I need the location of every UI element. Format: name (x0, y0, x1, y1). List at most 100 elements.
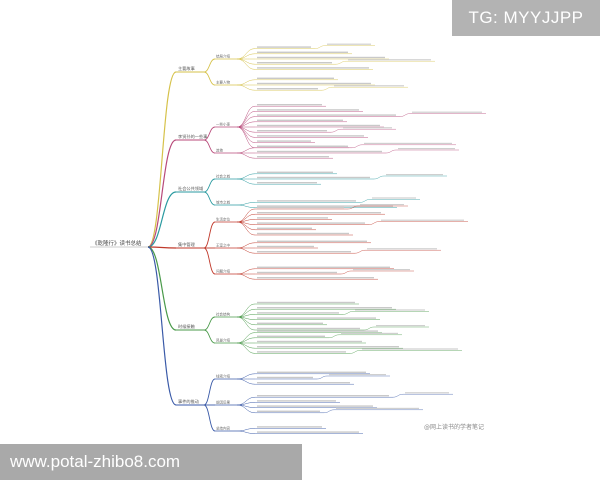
leaf-connector (236, 342, 256, 354)
leaf-connector (236, 303, 256, 318)
leaf-text-placeholder (257, 119, 343, 121)
leaf-connector (236, 430, 256, 434)
leaf-extension-text-placeholder (360, 204, 404, 206)
subbranch-label: 其他 (216, 148, 223, 153)
branch-connector (147, 246, 177, 249)
leaf-connector (236, 126, 256, 149)
leaf-text-placeholder (257, 62, 332, 64)
leaf-extension-text-placeholder (367, 248, 437, 250)
leaf-text-placeholder (257, 67, 369, 69)
leaf-text-placeholder (257, 222, 365, 224)
leaf-text-placeholder (257, 327, 360, 330)
leaf-extension-text-placeholder (362, 348, 458, 350)
leaf-text-placeholder (257, 277, 374, 279)
leaf-text-placeholder (257, 346, 399, 348)
leaf-extension-connector (321, 87, 333, 91)
subbranch-connector (203, 71, 216, 86)
leaf-text-placeholder (257, 340, 362, 343)
leaf-extension-connector (354, 250, 366, 254)
subbranch-label: 问题介绍 (216, 269, 230, 274)
leaf-text-placeholder (257, 317, 376, 319)
leaf-extension-connector (373, 175, 385, 180)
leaf-text-placeholder (257, 405, 373, 407)
telegram-tag-overlay: TG: MYYJJPP (452, 0, 600, 36)
leaf-text-placeholder (257, 312, 339, 314)
leaf-extension-connector (330, 129, 342, 133)
subbranch-connector (203, 139, 216, 154)
leaf-text-placeholder (257, 109, 359, 111)
leaf-text-placeholder (257, 245, 314, 248)
leaf-extension-connector (359, 199, 371, 203)
subbranch-label: 主要人物 (216, 80, 230, 85)
leaf-text-placeholder (257, 82, 371, 85)
leaf-text-placeholder (257, 51, 348, 53)
leaf-extension-text-placeholder (398, 148, 455, 150)
branch-label: 李贤孙的一些事 (178, 133, 207, 140)
leaf-connector (236, 247, 256, 254)
leaf-text-placeholder (257, 176, 370, 179)
branch-connector (147, 246, 177, 406)
leaf-extension-text-placeholder (343, 127, 392, 129)
leaf-connector (236, 173, 256, 180)
leaf-text-placeholder (257, 182, 317, 184)
leaf-extension-text-placeholder (372, 197, 416, 199)
leaf-text-placeholder (257, 77, 334, 79)
subbranch-label: 生活定位 (216, 217, 230, 222)
leaf-text-placeholder (257, 212, 381, 214)
leaf-text-placeholder (257, 46, 311, 48)
leaf-extension-connector (363, 326, 375, 331)
leaf-text-placeholder (257, 156, 329, 158)
subbranch-label: 结局介绍 (216, 54, 230, 59)
subbranch-connector (203, 247, 216, 275)
leaf-extension-connector (392, 394, 404, 398)
subbranch-label: 线索介绍 (216, 374, 230, 379)
leaf-text-placeholder (257, 400, 336, 402)
leaf-extension-text-placeholder (353, 269, 410, 271)
branch-connector (147, 246, 177, 331)
leaf-extension-connector (316, 375, 328, 380)
leaf-extension-text-placeholder (405, 392, 449, 394)
leaf-text-placeholder (257, 135, 364, 137)
leaf-extension-connector (328, 334, 340, 338)
leaf-connector (236, 152, 256, 159)
leaf-text-placeholder (257, 227, 312, 229)
leaf-text-placeholder (257, 301, 355, 304)
leaf-connector (236, 58, 256, 70)
leaf-text-placeholder (257, 351, 346, 353)
subbranch-label: 风景介绍 (216, 338, 230, 343)
leaf-text-placeholder (257, 266, 390, 268)
leaf-extension-text-placeholder (376, 325, 425, 327)
subbranch-label: 一些小事 (216, 122, 230, 127)
leaf-text-placeholder (257, 431, 359, 433)
leaf-connector (236, 428, 256, 432)
leaf-text-placeholder (257, 322, 323, 324)
leaf-text-placeholder (257, 330, 378, 332)
leaf-extension-connector (342, 311, 354, 315)
subbranch-label: 总结内容 (216, 426, 230, 431)
branch-label: 集中管理 (178, 241, 196, 248)
leaf-text-placeholder (257, 171, 333, 173)
leaf-connector (236, 79, 256, 86)
leaf-text-placeholder (257, 206, 344, 209)
leaf-connector (236, 204, 256, 208)
leaf-extension-connector (349, 350, 361, 354)
leaf-text-placeholder (257, 104, 322, 106)
subbranch-connector (203, 178, 216, 193)
leaf-text-placeholder (257, 307, 392, 309)
leaf-connector (236, 221, 256, 236)
leaf-extension-text-placeholder (381, 219, 464, 221)
leaf-connector (236, 208, 256, 223)
leaf-text-placeholder (257, 140, 311, 142)
subbranch-connector (203, 126, 216, 141)
branch-label: 主要故事 (178, 65, 195, 72)
leaf-connector (236, 373, 256, 380)
leaf-connector (236, 404, 256, 414)
leaf-connector (236, 316, 256, 331)
leaf-text-placeholder (257, 124, 380, 127)
leaf-connector (236, 58, 256, 65)
leaf-extension-text-placeholder (386, 174, 443, 176)
leaf-extension-text-placeholder (336, 407, 419, 409)
leaf-extension-connector (399, 113, 411, 117)
leaf-connector (236, 84, 256, 91)
leaf-extension-connector (340, 270, 352, 275)
